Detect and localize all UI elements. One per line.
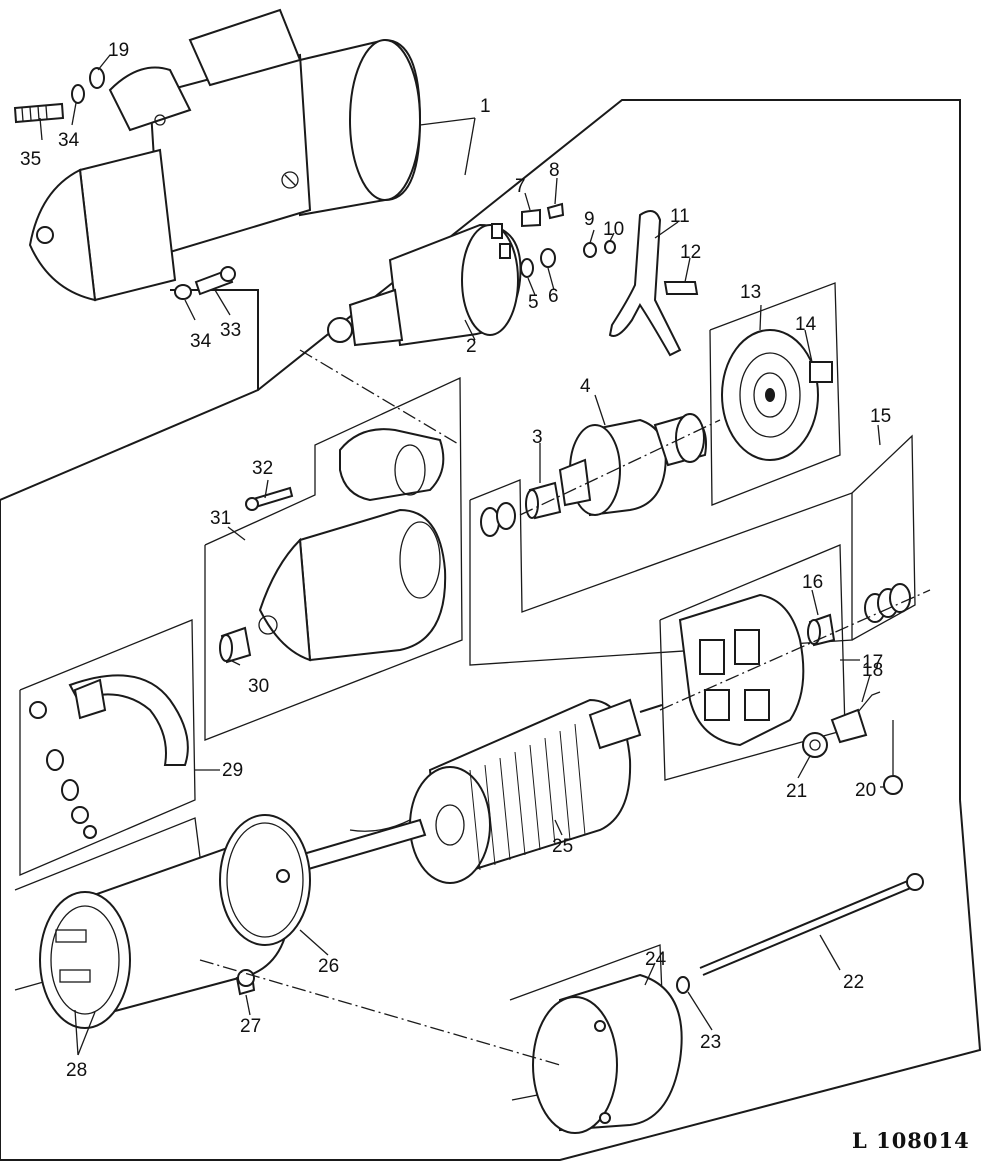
callout-13: 13 xyxy=(740,282,761,303)
screw-8 xyxy=(546,202,565,220)
callouts: 1 2 3 4 5 6 7 8 9 10 11 12 13 14 15 16 1… xyxy=(20,40,891,1081)
drive-housing-31 xyxy=(258,428,447,662)
nut-19 xyxy=(89,67,105,89)
leader-lines xyxy=(39,54,884,1056)
reference-number: L 108014 xyxy=(852,1128,970,1153)
callout-30: 30 xyxy=(248,676,269,697)
brush-holder-17 xyxy=(678,593,805,747)
nut-9 xyxy=(583,242,597,258)
callout-27: 27 xyxy=(240,1016,261,1037)
washer-10 xyxy=(604,240,616,254)
bolt-12 xyxy=(663,281,699,295)
connector-7 xyxy=(521,208,541,228)
callout-14: 14 xyxy=(795,314,817,335)
assembled-starter xyxy=(28,8,422,302)
armature-25 xyxy=(298,698,663,884)
shift-lever-11 xyxy=(608,210,682,357)
callout-31: 31 xyxy=(210,508,231,529)
brush-18 xyxy=(830,691,881,744)
screw-27 xyxy=(235,969,256,996)
callout-4: 4 xyxy=(580,376,591,397)
end-cover-24 xyxy=(532,973,683,1134)
callout-6: 6 xyxy=(548,286,559,307)
end-plate-13 xyxy=(721,329,833,461)
spring-15 xyxy=(864,583,911,623)
callout-28: 28 xyxy=(66,1060,87,1081)
drive-pinion-4 xyxy=(558,413,707,517)
callout-17: 17 xyxy=(862,652,883,673)
callout-8: 8 xyxy=(549,160,560,181)
nut-6 xyxy=(540,248,556,268)
through-bolt-22 xyxy=(699,873,924,976)
callout-34-top: 34 xyxy=(58,130,80,151)
washer-34-bottom xyxy=(174,284,192,300)
callout-29: 29 xyxy=(222,760,243,781)
callout-32: 32 xyxy=(252,458,273,479)
washer-5 xyxy=(520,258,534,278)
callout-25: 25 xyxy=(552,836,573,857)
callout-1: 1 xyxy=(480,96,491,117)
field-terminal-29 xyxy=(29,674,189,839)
clip-21 xyxy=(802,732,828,758)
callout-26: 26 xyxy=(318,956,339,977)
bushing-16 xyxy=(807,613,836,647)
screw-20 xyxy=(883,720,903,795)
callout-16: 16 xyxy=(802,572,823,593)
callout-11: 11 xyxy=(670,206,690,227)
housing-box xyxy=(204,376,463,741)
bushing-30 xyxy=(219,626,252,664)
callout-19: 19 xyxy=(108,40,129,61)
callout-21: 21 xyxy=(786,781,807,802)
bushing-3 xyxy=(525,481,562,520)
washer-23 xyxy=(676,976,690,994)
callout-22: 22 xyxy=(843,972,864,993)
callout-10: 10 xyxy=(603,219,624,240)
callout-34-bottom: 34 xyxy=(190,331,212,352)
field-box xyxy=(19,619,196,876)
callout-15: 15 xyxy=(870,406,891,427)
stud-35 xyxy=(13,102,65,124)
centerlines xyxy=(199,349,931,1066)
callout-9: 9 xyxy=(584,209,595,230)
callout-20: 20 xyxy=(855,780,876,801)
callout-3: 3 xyxy=(532,427,543,448)
callout-5: 5 xyxy=(528,292,539,313)
end-plate-box xyxy=(709,282,841,506)
callout-24: 24 xyxy=(645,949,667,970)
solenoid xyxy=(327,223,522,347)
callout-2: 2 xyxy=(466,336,477,357)
seal-26 xyxy=(219,814,311,946)
callout-12: 12 xyxy=(680,242,701,263)
callout-18: 18 xyxy=(862,660,883,681)
callout-7: 7 xyxy=(515,176,526,197)
callout-23: 23 xyxy=(700,1032,721,1053)
washer-34-top xyxy=(71,84,85,104)
callout-33: 33 xyxy=(220,320,241,341)
callout-35: 35 xyxy=(20,149,41,170)
